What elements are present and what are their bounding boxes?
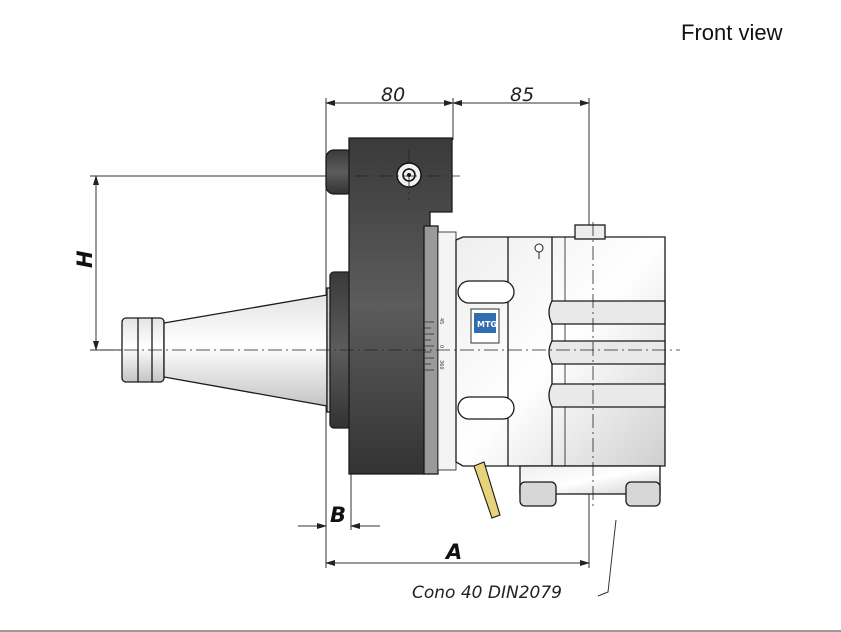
dimension-85-label: 85 (510, 84, 534, 106)
indicator-icon (534, 243, 544, 259)
svg-text:MTG: MTG (477, 320, 497, 329)
dimension-80-label: 80 (381, 84, 405, 106)
taper-callout-label: Cono 40 DIN2079 (412, 583, 562, 603)
scale-mark-45: 45 (438, 318, 444, 324)
mtg-logo: MTG (470, 308, 500, 344)
coolant-pipe (473, 461, 501, 519)
scale-mark-360: 360 (438, 360, 444, 370)
dimension-h-label: H (73, 250, 97, 268)
dimension-a-label: A (444, 540, 462, 564)
taper-callout-leader (597, 519, 617, 597)
scale-mark-0: 0 (438, 345, 444, 348)
center-lines (100, 150, 680, 510)
dimension-b-label: B (330, 503, 346, 527)
view-title: Front view (681, 20, 783, 45)
head-body (455, 224, 666, 467)
bottom-adapter (519, 465, 661, 507)
